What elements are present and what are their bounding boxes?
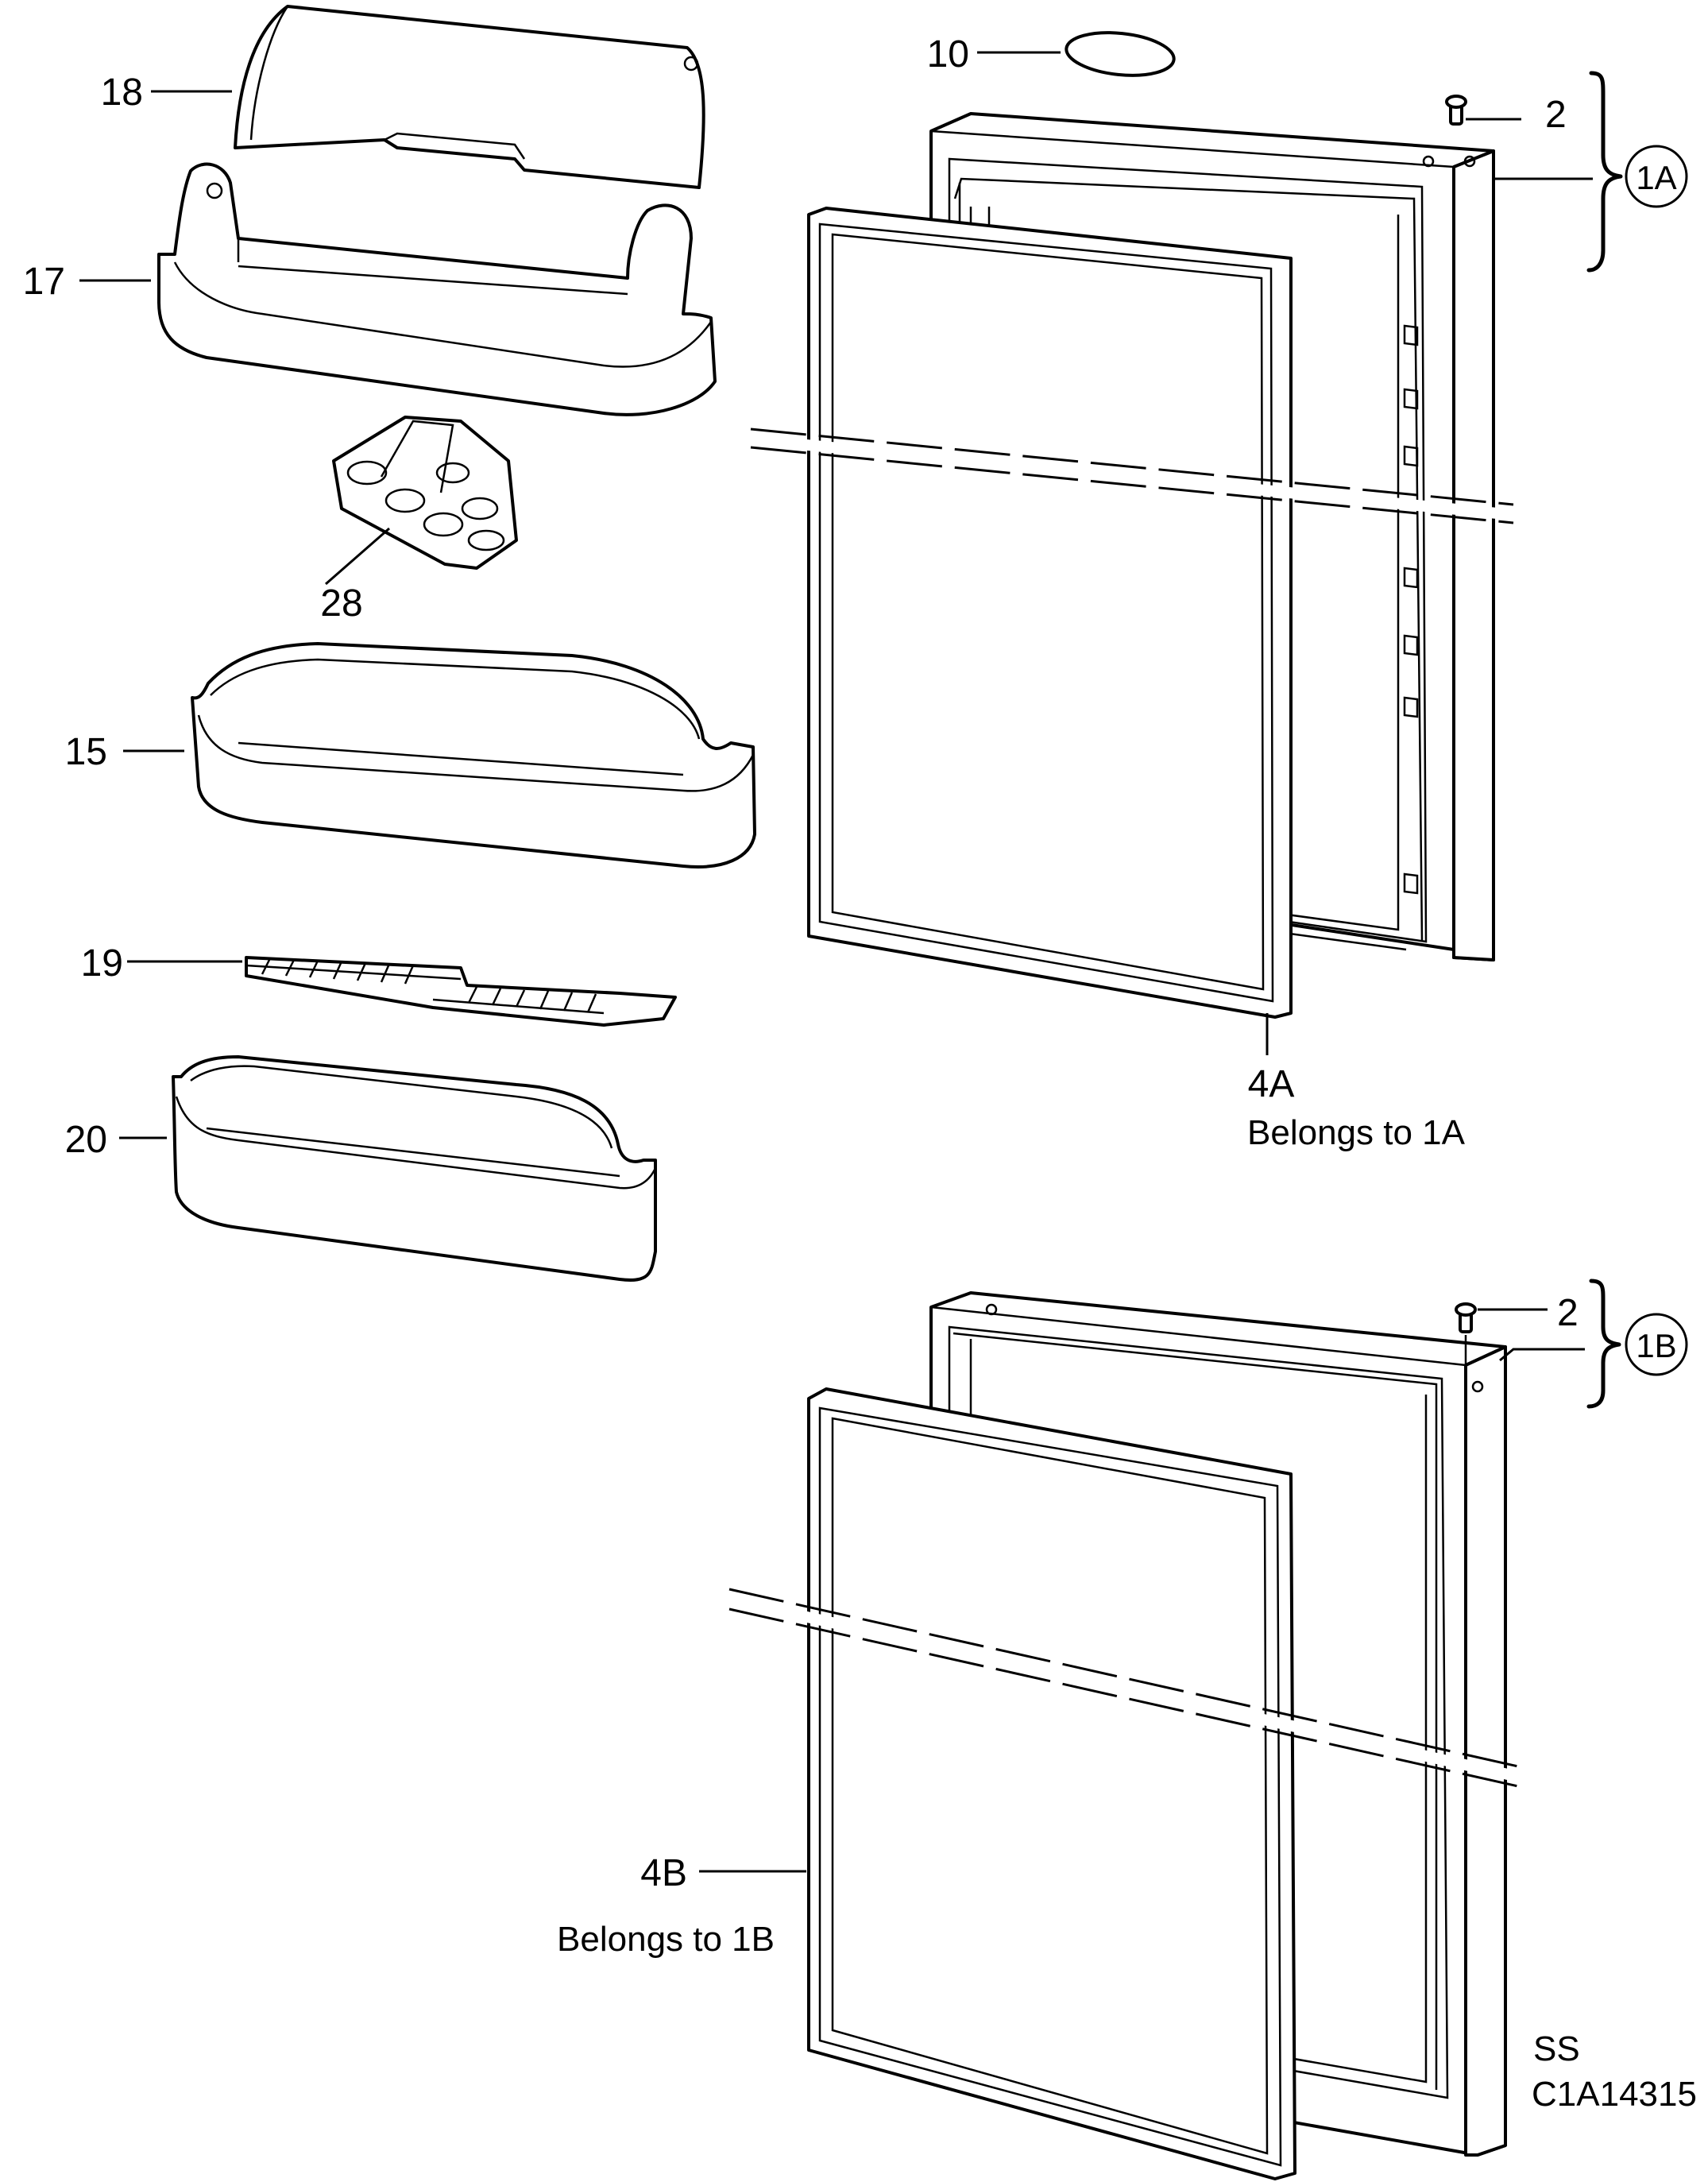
part-10-plug bbox=[1065, 31, 1176, 77]
label-4a: 4A bbox=[1248, 1063, 1295, 1105]
part-20-bottom-shelf bbox=[172, 1055, 657, 1282]
label-17: 17 bbox=[23, 261, 65, 303]
part-4b-lower-gasket bbox=[807, 1387, 1296, 2180]
part-2-screw-upper bbox=[1445, 95, 1467, 126]
drawing-code-line2: C1A14315 bbox=[1532, 2075, 1697, 2114]
label-1a: 1A bbox=[1636, 159, 1676, 196]
door-bin-hooks bbox=[1403, 324, 1419, 895]
label-28: 28 bbox=[320, 582, 362, 625]
drawing-code-line1: SS bbox=[1533, 2029, 1580, 2068]
part-18-shelf-lid bbox=[234, 5, 705, 189]
leader-lines bbox=[79, 51, 1593, 1873]
label-20: 20 bbox=[65, 1119, 107, 1161]
assembly-braces bbox=[1586, 71, 1623, 1409]
note-4b-belongs-to-1b: Belongs to 1B bbox=[557, 1920, 775, 1959]
lower-break-line bbox=[728, 1588, 1527, 1789]
part-15-bottle-shelf bbox=[191, 642, 756, 869]
part-19-divider bbox=[245, 956, 677, 1027]
label-2-lower: 2 bbox=[1557, 1292, 1579, 1334]
label-19: 19 bbox=[81, 942, 123, 985]
part-17-door-shelf bbox=[157, 162, 717, 416]
label-4b: 4B bbox=[640, 1852, 687, 1894]
label-18: 18 bbox=[101, 72, 143, 114]
part-28-egg-tray bbox=[332, 416, 518, 570]
callout-circle-1a bbox=[1625, 145, 1688, 208]
label-1b: 1B bbox=[1636, 1327, 1676, 1364]
label-10: 10 bbox=[927, 33, 969, 75]
callout-circle-1b bbox=[1625, 1313, 1688, 1376]
label-2-upper: 2 bbox=[1545, 94, 1567, 136]
note-4a-belongs-to-1a: Belongs to 1A bbox=[1247, 1113, 1466, 1152]
label-15: 15 bbox=[65, 731, 107, 773]
upper-break-line bbox=[750, 428, 1514, 524]
part-4a-upper-gasket bbox=[807, 207, 1293, 1019]
part-2-screw-lower bbox=[1455, 1302, 1477, 1375]
